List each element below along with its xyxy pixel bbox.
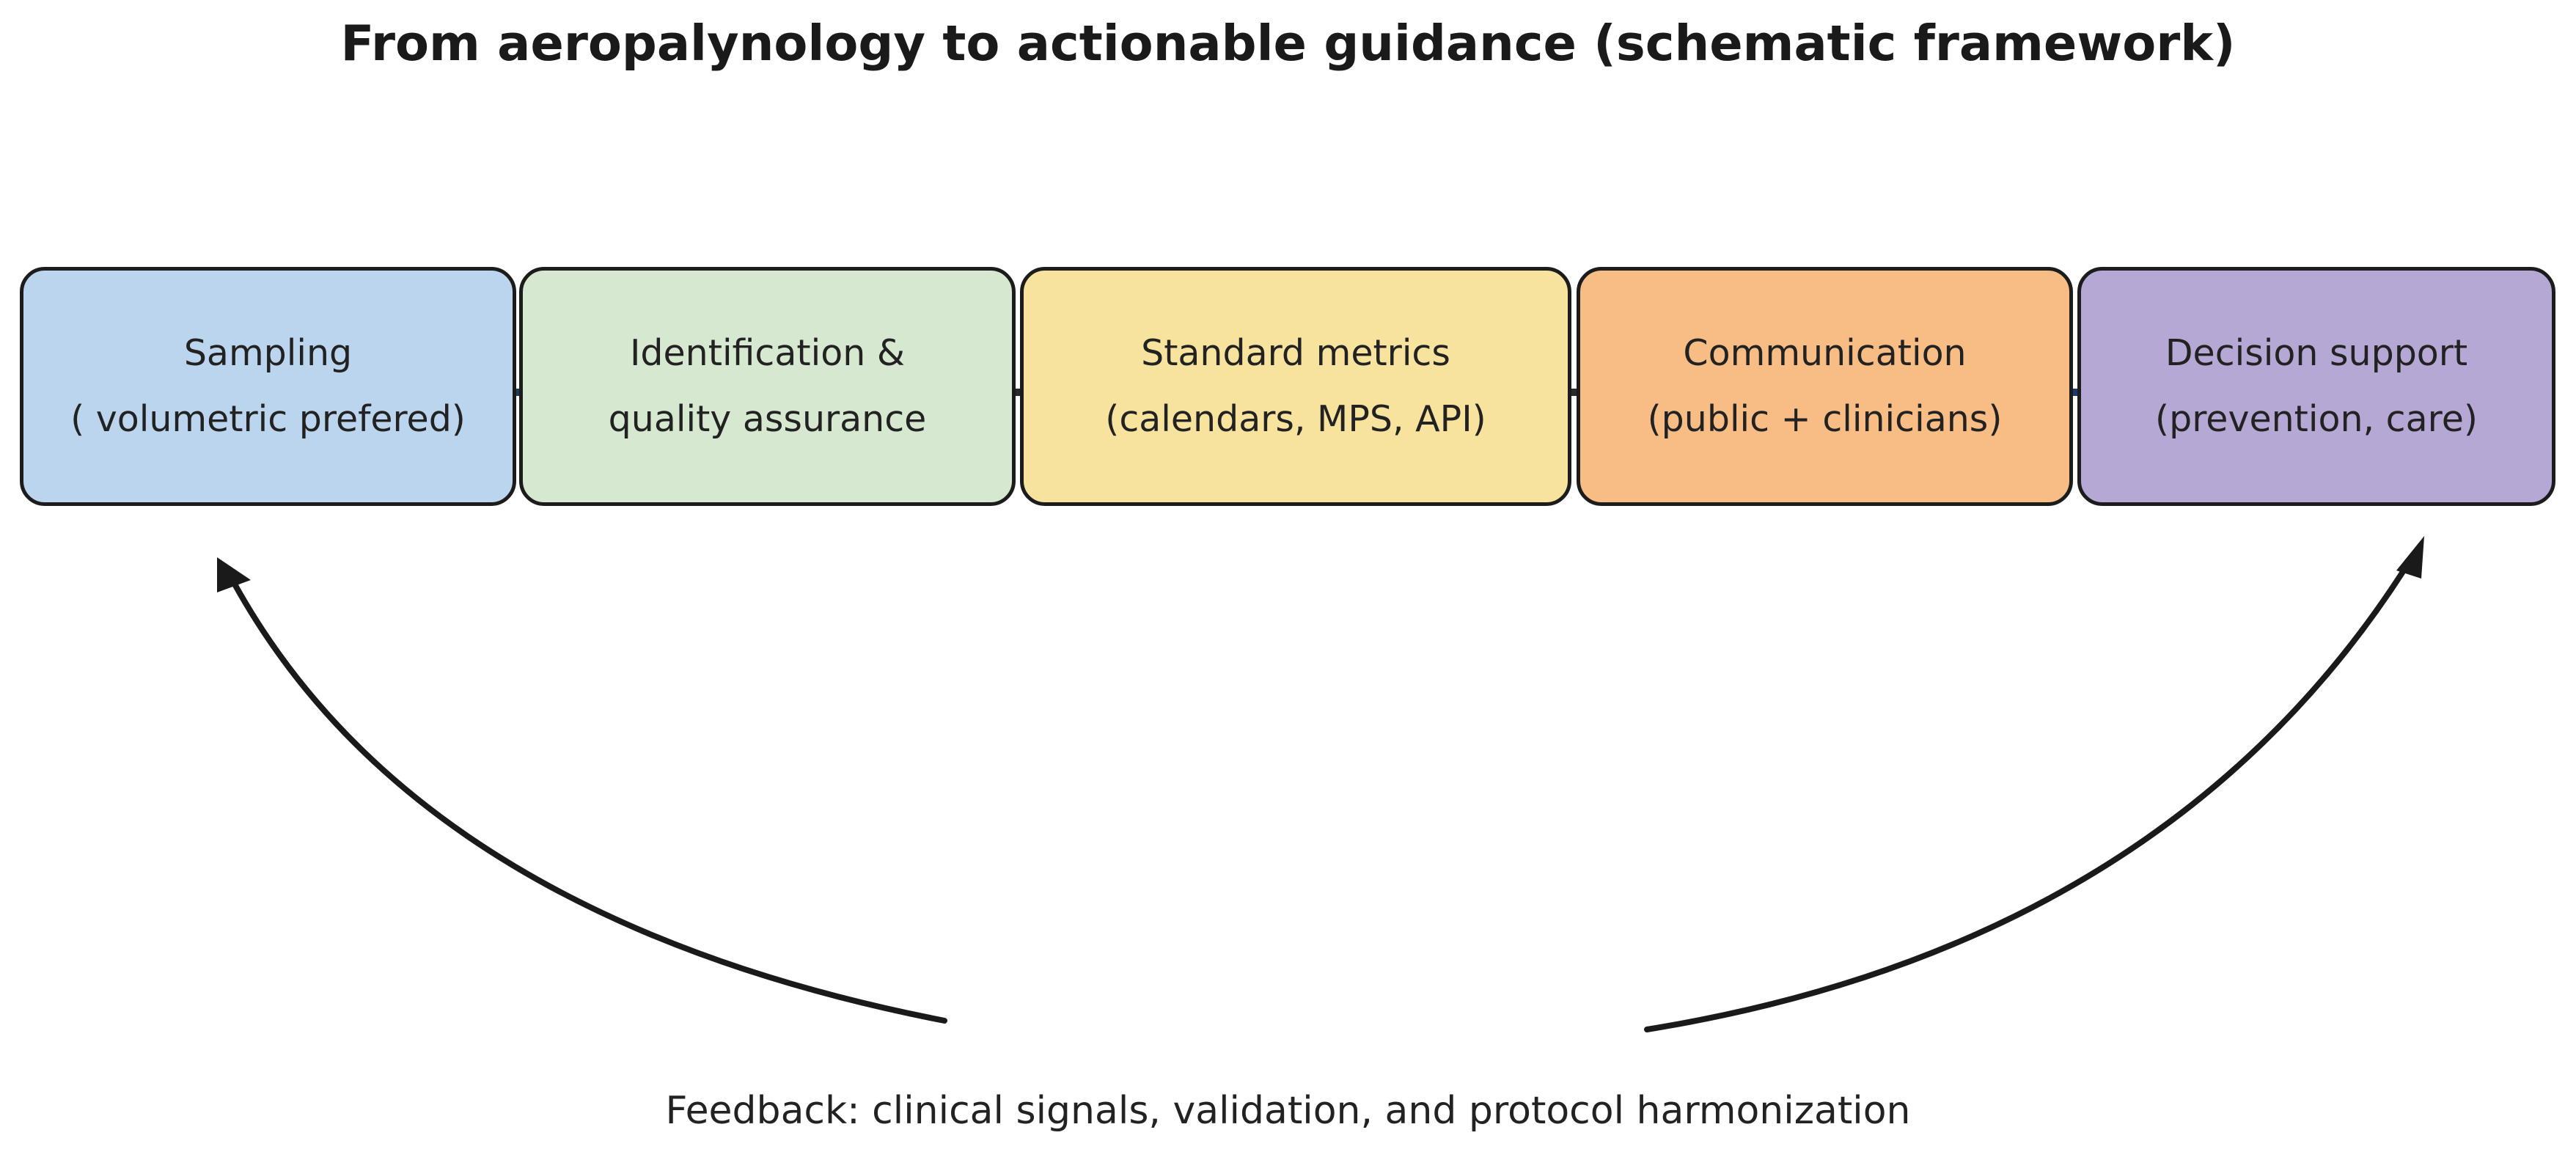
diagram-title: From aeropalynology to actionable guidan…	[340, 15, 2236, 72]
stage-subtitle: (calendars, MPS, API)	[1105, 398, 1486, 440]
stage-decision-support: Decision support (prevention, care)	[2077, 267, 2555, 506]
stage-title: Sampling	[183, 332, 353, 374]
stage-title: Identification &	[629, 332, 906, 374]
stage-title: Communication	[1683, 332, 1967, 374]
stage-title: Decision support	[2165, 332, 2468, 374]
left-arrowhead-icon	[217, 557, 251, 592]
right-feedback-arc	[1644, 565, 2408, 1032]
connector-2	[977, 389, 1058, 396]
stage-communication: Communication (public + clinicians)	[1577, 267, 2073, 506]
stage-subtitle: (public + clinicians)	[1647, 398, 2003, 440]
feedback-caption: Feedback: clinical signals, validation, …	[665, 1089, 1911, 1133]
stage-sampling: Sampling ( volumetric prefered)	[20, 267, 516, 506]
stage-standard-metrics: Standard metrics (calendars, MPS, API)	[1020, 267, 1571, 506]
stage-subtitle: (prevention, care)	[2155, 398, 2478, 440]
stage-title: Standard metrics	[1141, 332, 1450, 374]
stage-identification: Identification & quality assurance	[519, 267, 1016, 506]
stage-subtitle: ( volumetric prefered)	[70, 398, 466, 440]
stage-subtitle: quality assurance	[608, 398, 927, 440]
right-arrowhead-icon	[2396, 536, 2424, 579]
left-feedback-arc	[225, 569, 947, 1024]
